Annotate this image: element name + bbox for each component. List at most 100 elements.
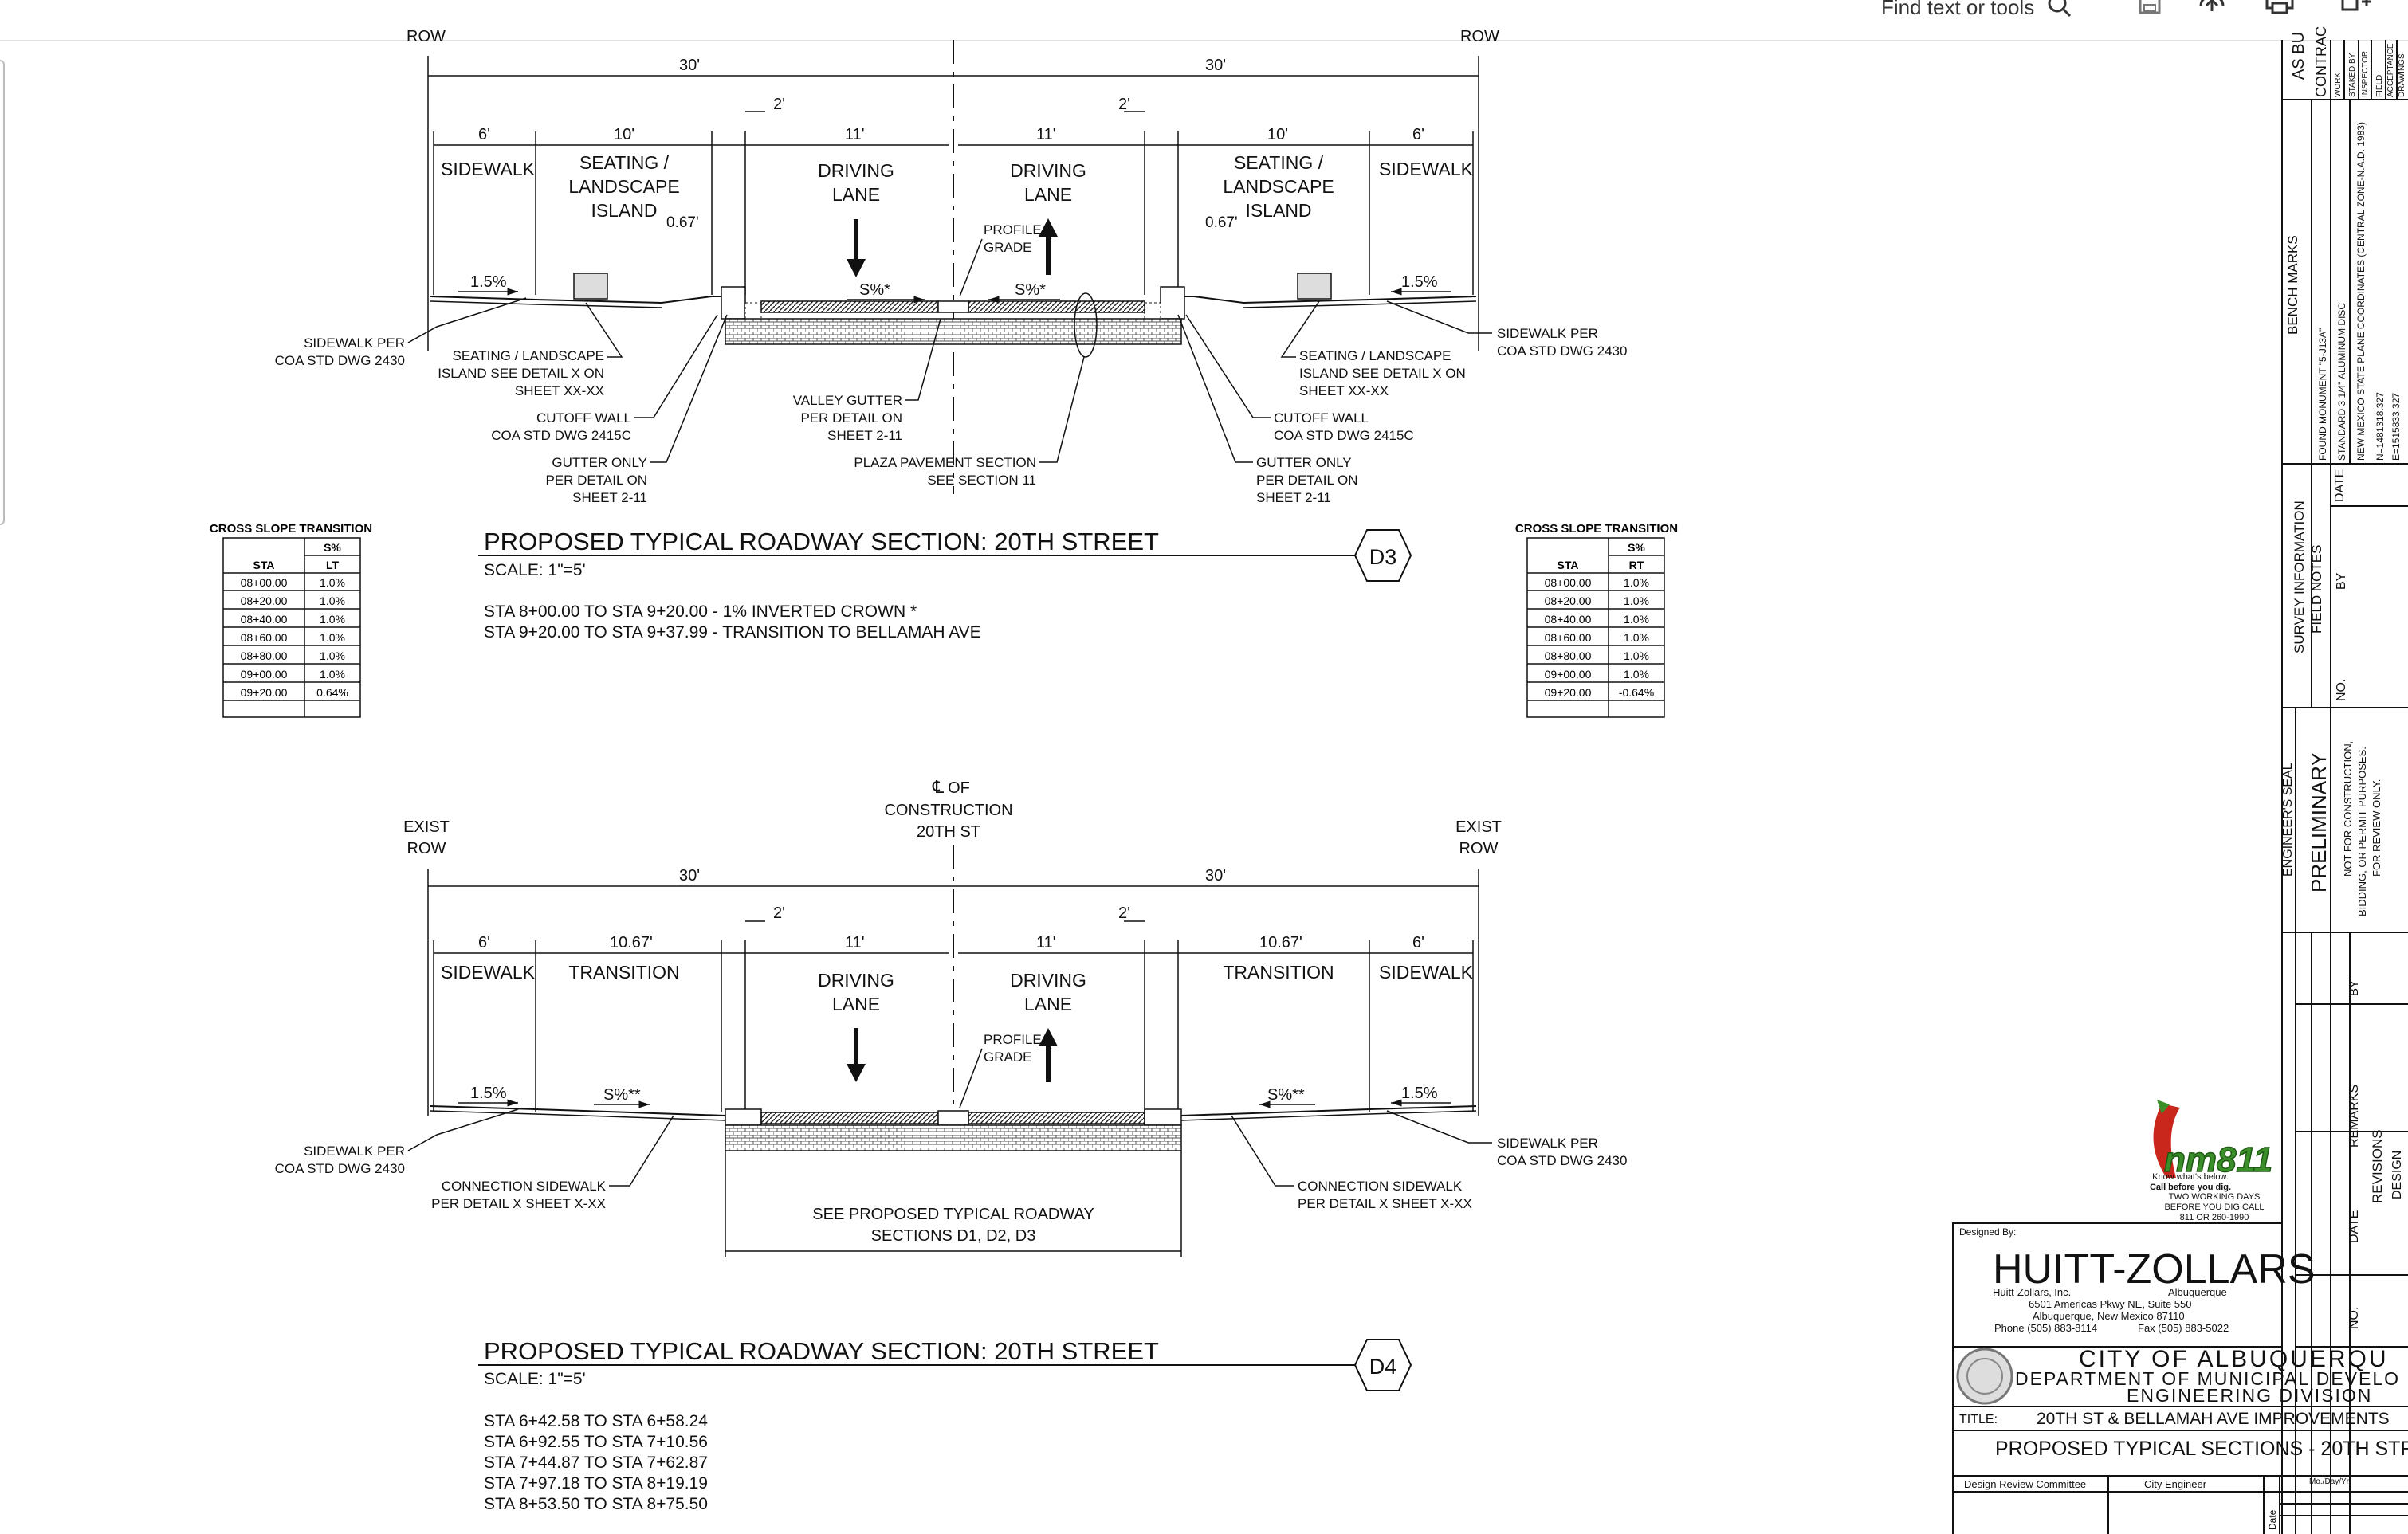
find-text-label[interactable]: Find text or tools	[1881, 0, 2035, 19]
table-cell-sta: 08+00.00	[1545, 576, 1592, 589]
city-seal	[1956, 1348, 2013, 1405]
table-cell-slope: 1.0%	[1624, 594, 1649, 607]
note-connection-left: CONNECTION SIDEWALK	[442, 1179, 607, 1194]
seating-label-right: SEATING /	[1234, 152, 1324, 173]
svg-text:WORK: WORK	[2334, 73, 2343, 97]
svg-text:NO.: NO.	[2347, 1307, 2361, 1329]
save-icon[interactable]	[2134, 0, 2166, 24]
svg-text:PER DETAIL ON: PER DETAIL ON	[800, 410, 902, 426]
bench-marks-label: BENCH MARKS	[2285, 235, 2300, 335]
svg-text:TWO WORKING DAYS: TWO WORKING DAYS	[2169, 1192, 2261, 1202]
sidewalk-label-left: SIDEWALK	[441, 962, 536, 983]
table-cell-slope: 1.0%	[320, 594, 345, 607]
table-cell-slope: 0.64%	[316, 686, 348, 699]
svg-text:SHEET 2-11: SHEET 2-11	[827, 428, 902, 443]
table-cell-slope: 1.0%	[320, 668, 345, 681]
dim-6-right: 6'	[1412, 934, 1424, 951]
table-title: CROSS SLOPE TRANSITION	[1515, 522, 1678, 536]
side-panel-handle[interactable]	[0, 60, 5, 525]
seating-label-left: SEATING /	[579, 152, 670, 173]
driving-lane-label-left: DRIVING	[818, 970, 894, 991]
design-label: DESIGN	[2390, 1151, 2404, 1199]
drc-label: Design Review Committee	[1964, 1478, 2086, 1490]
svg-text:DATE: DATE	[2333, 469, 2347, 502]
sta-note-d4-4: STA 7+97.18 TO STA 8+19.19	[484, 1474, 708, 1493]
note-seating-right: SEATING / LANDSCAPE	[1299, 348, 1451, 363]
svg-text:ROW: ROW	[407, 840, 446, 857]
dim-11-left: 11'	[845, 934, 865, 951]
svg-text:STA: STA	[1558, 559, 1579, 571]
profile-grade-label: PROFILE	[984, 222, 1042, 237]
svg-text:COA STD DWG 2430: COA STD DWG 2430	[275, 1161, 405, 1176]
share-icon[interactable]	[2196, 0, 2228, 24]
note-sidewalk-right: SIDEWALK PER	[1497, 326, 1598, 341]
svg-text:BY: BY	[2347, 980, 2361, 996]
row-label-right: ROW	[1460, 28, 1499, 45]
table-cell-sta: 08+20.00	[241, 594, 288, 607]
survey-information-label: SURVEY INFORMATION	[2292, 500, 2307, 653]
svg-text:ISLAND: ISLAND	[591, 200, 657, 221]
svg-text:LANDSCAPE: LANDSCAPE	[568, 176, 679, 197]
more-tools-icon[interactable]	[2339, 0, 2371, 24]
note-sidewalk-left: SIDEWALK PER	[304, 335, 405, 351]
svg-text:SHEET 2-11: SHEET 2-11	[1256, 490, 1331, 505]
svg-text:D4: D4	[1369, 1355, 1397, 1379]
svg-text:PER DETAIL X SHEET X-XX: PER DETAIL X SHEET X-XX	[431, 1196, 606, 1211]
exist-row-left: EXIST	[403, 818, 450, 836]
slope-15-left: 1.5%	[470, 273, 507, 291]
svg-text:GRADE: GRADE	[984, 240, 1031, 255]
table-cell-slope: 1.0%	[1624, 668, 1649, 681]
sta-note-d4-5: STA 8+53.50 TO STA 8+75.50	[484, 1495, 708, 1513]
dim-067-right: 0.67'	[1205, 214, 1238, 231]
svg-text:LANE: LANE	[832, 994, 880, 1014]
svg-text:COA STD DWG 2415C: COA STD DWG 2415C	[491, 428, 631, 443]
centerline-symbol: ℄	[932, 777, 945, 797]
sta-note-d4-3: STA 7+44.87 TO STA 7+62.87	[484, 1454, 708, 1472]
engineers-seal-label: ENGINEER'S SEAL	[2281, 763, 2295, 877]
svg-text:20TH ST: 20TH ST	[917, 823, 980, 841]
print-icon[interactable]	[2264, 0, 2296, 24]
see-sections-note: SEE PROPOSED TYPICAL ROADWAY	[812, 1206, 1094, 1223]
table-cell-slope: 1.0%	[320, 613, 345, 626]
huitt-zollars-logo: HUITT-ZOLLARS	[1993, 1246, 2316, 1293]
table-title: CROSS SLOPE TRANSITION	[210, 522, 372, 536]
dim-10-right: 10'	[1267, 126, 1288, 143]
svg-text:LANE: LANE	[832, 184, 880, 205]
dim-10-left: 10'	[614, 126, 634, 143]
svg-text:GRADE: GRADE	[984, 1049, 1031, 1065]
svg-text:Call before you dig.: Call before you dig.	[2150, 1183, 2231, 1192]
svg-text:TITLE:: TITLE:	[1959, 1413, 1998, 1426]
preliminary-stamp: PRELIMINARY	[2307, 752, 2331, 893]
svg-text:E=1515833.327: E=1515833.327	[2390, 393, 2402, 461]
sta-note-d4-1: STA 6+42.58 TO STA 6+58.24	[484, 1412, 708, 1430]
project-title: 20TH ST & BELLAMAH AVE IMPROVEMENTS	[2037, 1410, 2390, 1428]
svg-text:NOT FOR CONSTRUCTION,: NOT FOR CONSTRUCTION,	[2342, 741, 2354, 877]
seating-island-block-right	[1297, 273, 1332, 300]
svg-text:FOUND MONUMENT "5-J13A": FOUND MONUMENT "5-J13A"	[2317, 328, 2328, 461]
svg-text:SHEET 2-11: SHEET 2-11	[572, 490, 647, 505]
city-name: CITY OF ALBUQUERQU	[2079, 1346, 2389, 1372]
svg-text:FIELD NOTES: FIELD NOTES	[2309, 545, 2324, 634]
svg-text:COA STD DWG 2415C: COA STD DWG 2415C	[1274, 428, 1414, 443]
cross-slope-table-left: CROSS SLOPE TRANSITION S% STA LT 08+00.0…	[210, 522, 372, 718]
table-cell-sta: 08+40.00	[1545, 613, 1592, 626]
svg-text:D3: D3	[1369, 545, 1397, 569]
note-seating-left: SEATING / LANDSCAPE	[452, 348, 604, 363]
svg-text:PER DETAIL ON: PER DETAIL ON	[545, 473, 647, 488]
svg-text:PER DETAIL X SHEET X-XX: PER DETAIL X SHEET X-XX	[1298, 1196, 1472, 1211]
dim-30-left: 30'	[679, 867, 700, 885]
svg-text:ROW: ROW	[1459, 840, 1499, 857]
table-cell-sta: 08+40.00	[241, 613, 288, 626]
section-badge-d3	[1353, 529, 1412, 582]
slope-15-left: 1.5%	[470, 1085, 507, 1102]
viewer-toolbar: Find text or tools	[0, 0, 2408, 41]
note-connection-right: CONNECTION SIDEWALK	[1298, 1179, 1463, 1194]
search-icon[interactable]	[2045, 0, 2076, 24]
note-gutter-left: GUTTER ONLY	[552, 455, 647, 470]
svg-text:Huitt-Zollars, Inc.: Huitt-Zollars, Inc.	[1993, 1286, 2071, 1298]
svg-text:NEW MEXICO STATE PLANE COORDIN: NEW MEXICO STATE PLANE COORDINATES (CENT…	[2355, 122, 2367, 461]
division-name: ENGINEERING DIVISION	[2127, 1385, 2372, 1406]
svg-text:N=1481318.327: N=1481318.327	[2375, 392, 2386, 461]
cross-slope-table-right: CROSS SLOPE TRANSITION S% STA RT 08+00.0…	[1515, 522, 1678, 718]
